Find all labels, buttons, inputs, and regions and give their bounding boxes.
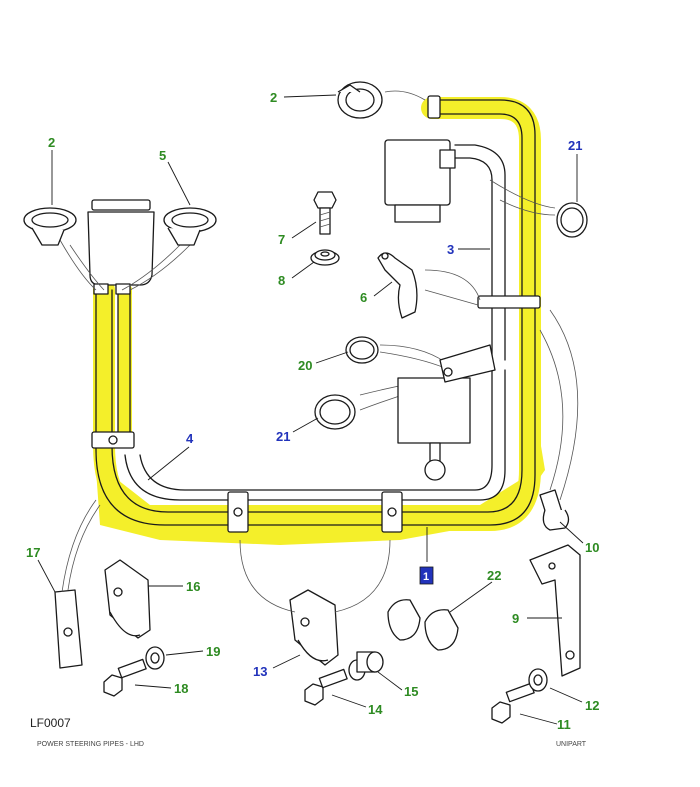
bolt-7 [313,191,337,235]
pipe-assembly [91,95,541,533]
callout-2-top: 2 [270,90,277,105]
steering-box [397,344,496,481]
footer-brand: UNIPART [556,741,587,748]
diagram-caption: POWER STEERING PIPES - LHD [37,741,144,748]
washer-8 [310,249,340,266]
hose-clip-5 [163,207,217,246]
callout-17: 17 [26,545,40,560]
callout-11: 11 [557,717,571,732]
bolt-18 [103,658,147,697]
item-1-marker [419,566,434,585]
callout-12: 12 [585,698,599,713]
spacer-15 [348,651,384,681]
callout-2-left: 2 [48,135,55,150]
bolt-11 [491,682,535,724]
callouts: 2 2 5 7 8 6 3 21 20 21 4 1 10 17 16 19 1… [26,90,599,732]
callout-19: 19 [206,644,220,659]
bracket-13 [239,539,391,666]
callout-1: 1 [423,571,429,583]
callout-22: 22 [487,568,501,583]
leader-curve-a [549,309,579,501]
callout-7: 7 [278,232,285,247]
bracket-9 [529,544,581,677]
callout-4: 4 [186,431,194,446]
callout-18: 18 [174,681,188,696]
callout-16: 16 [186,579,200,594]
pipe-highlight [93,97,545,545]
clip-22 [387,599,459,651]
callout-13: 13 [253,664,267,679]
washer-19 [145,646,165,670]
bolt-14 [304,668,348,706]
leader-lines [37,94,584,725]
callout-10: 10 [585,540,599,555]
callout-21-upper: 21 [568,138,582,153]
steering-pump [384,139,456,223]
leader-curve-b [539,329,564,491]
hose-clip-2-left [23,207,77,246]
clip-10 [539,489,570,531]
callout-8: 8 [278,273,285,288]
callout-3: 3 [447,242,454,257]
callout-20: 20 [298,358,312,373]
bracket-17 [54,499,101,669]
o-ring-21-upper [489,179,588,238]
figure-code: LF0007 [30,716,71,730]
o-ring-20 [345,336,446,369]
washer-12 [528,668,548,692]
bracket-6 [377,252,481,319]
callout-9: 9 [512,611,519,626]
callout-5: 5 [159,148,166,163]
callout-15: 15 [404,684,418,699]
callout-21-lower: 21 [276,429,290,444]
hose-clip-2-top [337,81,426,119]
callout-6: 6 [360,290,367,305]
reservoir [59,199,191,295]
bracket-16 [104,559,151,639]
callout-14: 14 [368,702,383,717]
